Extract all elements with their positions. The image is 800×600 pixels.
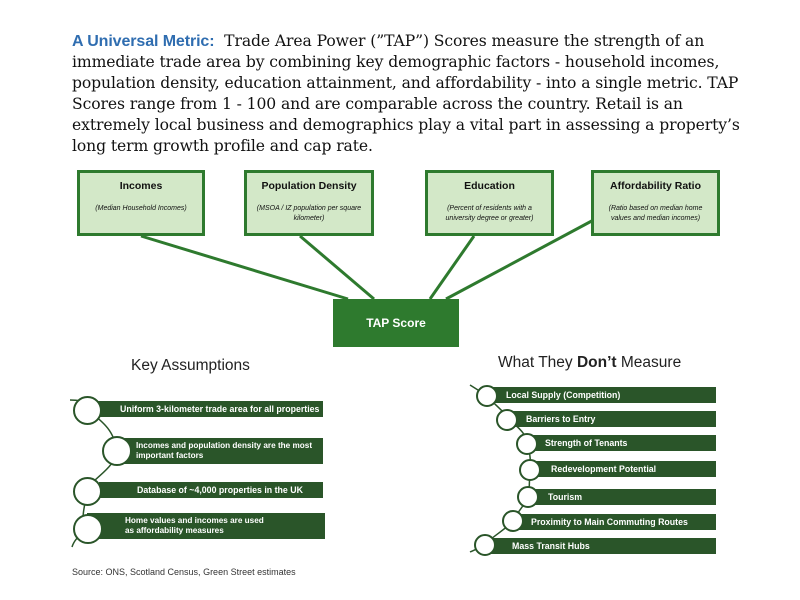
tap-score-box: TAP Score	[333, 299, 459, 347]
factor-box-incomes: Incomes (Median Household Incomes)	[77, 170, 205, 236]
connector-education	[428, 235, 476, 300]
factor-title: Affordability Ratio	[610, 180, 701, 192]
intro-text: Trade Area Power (”TAP”) Scores measure …	[72, 32, 740, 155]
not-measured-item: Strength of Tenants	[530, 435, 716, 451]
intro-lead: A Universal Metric:	[72, 33, 215, 50]
intro-paragraph: A Universal Metric: Trade Area Power (”T…	[72, 31, 752, 157]
not-measured-heading-post: Measure	[616, 354, 682, 371]
factor-title: Education	[464, 180, 515, 192]
assumption-circle	[73, 477, 102, 506]
not-measured-circle	[496, 409, 518, 431]
assumption-circle	[73, 396, 102, 425]
assumption-circle	[102, 436, 132, 466]
factor-box-affordability-ratio: Affordability Ratio (Ratio based on medi…	[591, 170, 720, 236]
connector-incomes	[140, 234, 349, 301]
not-measured-heading-bold: Don’t	[576, 354, 617, 371]
connector-population-density	[299, 234, 375, 301]
not-measured-item: Proximity to Main Commuting Routes	[517, 514, 716, 530]
not-measured-item: Tourism	[530, 489, 716, 505]
factor-title: Population Density	[261, 180, 357, 192]
not-measured-heading-pre: What They	[498, 354, 577, 371]
assumption-item: Database of ~4,000 properties in the UK	[99, 482, 323, 498]
not-measured-circle	[516, 433, 538, 455]
factor-subtitle: (Percent of residents with a university …	[445, 205, 534, 222]
factor-box-population-density: Population Density (MSOA / IZ population…	[244, 170, 374, 236]
factor-subtitle: (MSOA / IZ population per square kilomet…	[256, 205, 362, 222]
not-measured-item: Mass Transit Hubs	[490, 538, 716, 554]
factor-box-education: Education (Percent of residents with a u…	[425, 170, 554, 236]
not-measured-item: Barriers to Entry	[512, 411, 716, 427]
not-measured-item: Local Supply (Competition)	[492, 387, 716, 403]
not-measured-circle	[474, 534, 496, 556]
not-measured-heading: What They Don’t Measure	[498, 354, 681, 372]
source-note: Source: ONS, Scotland Census, Green Stre…	[72, 567, 296, 577]
not-measured-circle	[519, 459, 541, 481]
factor-subtitle: (Median Household Incomes)	[95, 205, 187, 212]
assumption-item: Incomes and population density are the m…	[116, 438, 323, 464]
not-measured-item: Redevelopment Potential	[533, 461, 716, 477]
assumption-item: Home values and incomes are used as affo…	[87, 513, 325, 539]
key-assumptions-heading: Key Assumptions	[131, 357, 250, 374]
not-measured-circle	[517, 486, 539, 508]
assumption-item: Uniform 3-kilometer trade area for all p…	[90, 401, 323, 417]
not-measured-circle	[476, 385, 498, 407]
assumption-circle	[73, 514, 103, 544]
not-measured-circle	[502, 510, 524, 532]
factor-title: Incomes	[119, 180, 163, 192]
connector-affordability	[445, 214, 602, 301]
factor-subtitle: (Ratio based on median home values and m…	[608, 205, 703, 222]
